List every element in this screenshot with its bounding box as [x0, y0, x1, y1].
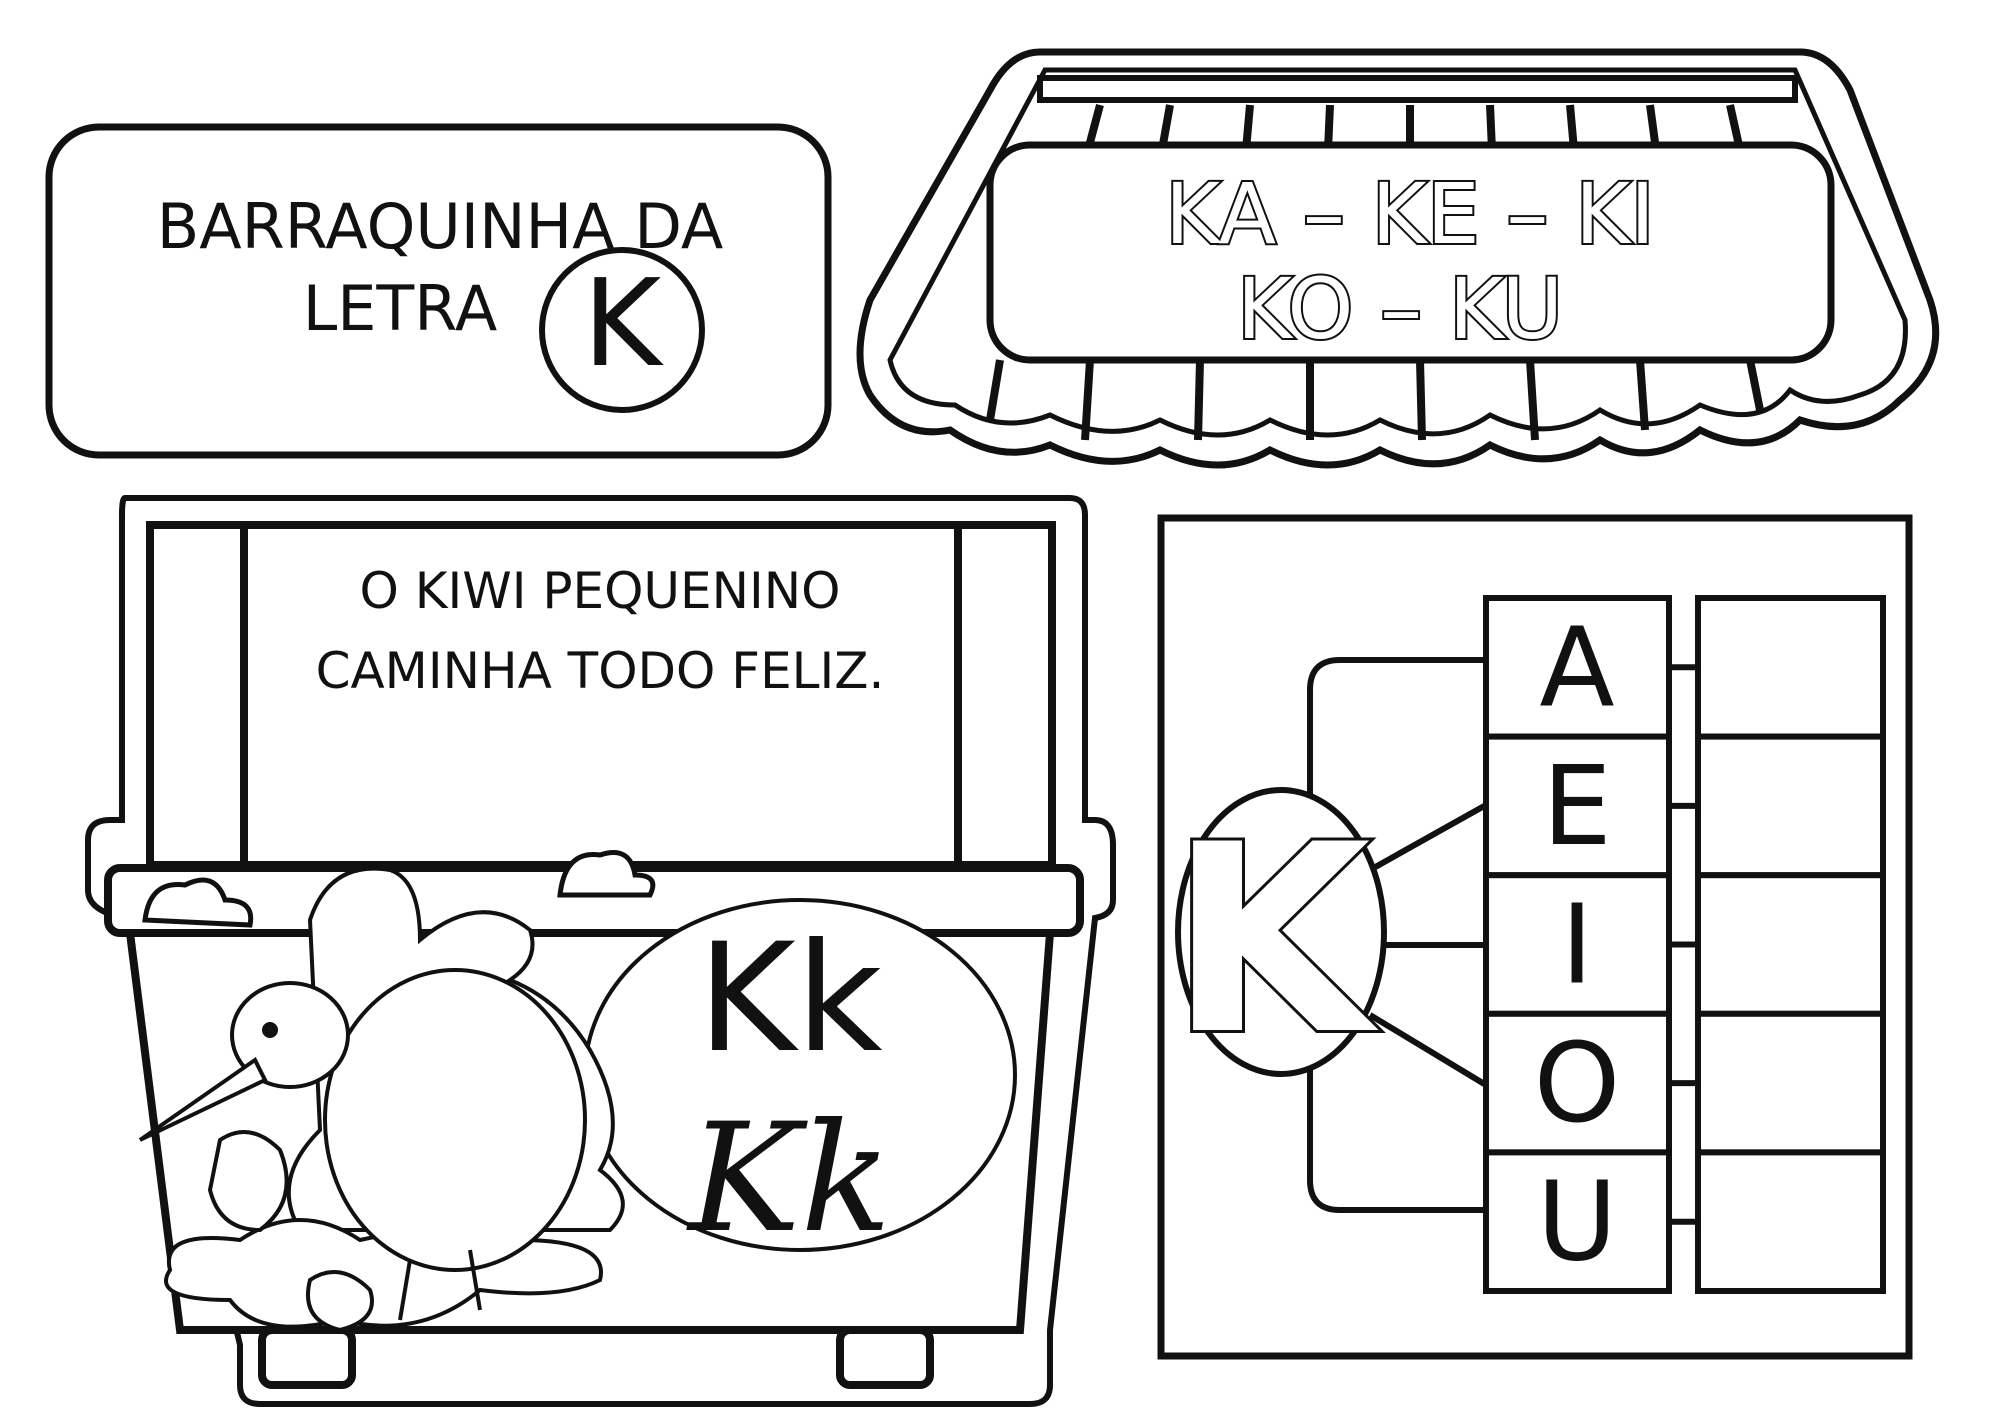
- syllables-line-2: KO – KU: [1237, 260, 1563, 358]
- syllables-line-1: KA – KE – KI: [1165, 165, 1655, 263]
- answer-cell[interactable]: [1695, 595, 1886, 740]
- vowel-cell: [1483, 733, 1672, 879]
- answer-cell[interactable]: [1695, 872, 1886, 1017]
- sentence-line-2: CAMINHA TODO FELIZ.: [316, 642, 885, 700]
- vowel-letter: A: [1539, 603, 1614, 731]
- title-line-2: LETRA: [303, 272, 498, 345]
- market-stall: O KIWI PEQUENINO CAMINHA TODO FELIZ. Kk …: [85, 495, 1116, 1407]
- kiwi-bird-illustration: [138, 866, 625, 1333]
- answer-cell[interactable]: [1695, 1149, 1886, 1295]
- answer-cell[interactable]: [1695, 1010, 1886, 1156]
- vowel-letter: O: [1534, 1019, 1621, 1147]
- letter-circle: [539, 247, 705, 413]
- title-letter: K: [583, 255, 665, 394]
- title-card: BARRAQUINHA DA LETRA K: [45, 123, 832, 459]
- vowel-letter: I: [1561, 881, 1593, 1009]
- vowel-letter: U: [1537, 1158, 1618, 1286]
- answer-cell[interactable]: [1695, 733, 1886, 879]
- cursive-letters: Kk: [686, 1092, 892, 1266]
- consonant-letter: K: [1169, 790, 1380, 1092]
- cloud-icon: [557, 850, 656, 898]
- print-letters: Kk: [697, 912, 882, 1086]
- vowel-letter: E: [1542, 742, 1612, 870]
- vowel-cell: [1483, 1010, 1672, 1156]
- vowel-cell: [1483, 1149, 1672, 1295]
- awning: KA – KE – KI KO – KU: [856, 48, 1940, 469]
- cloud-icon: [142, 877, 254, 928]
- vowel-cell: [1483, 595, 1672, 740]
- sentence-line-1: O KIWI PEQUENINO: [359, 562, 840, 620]
